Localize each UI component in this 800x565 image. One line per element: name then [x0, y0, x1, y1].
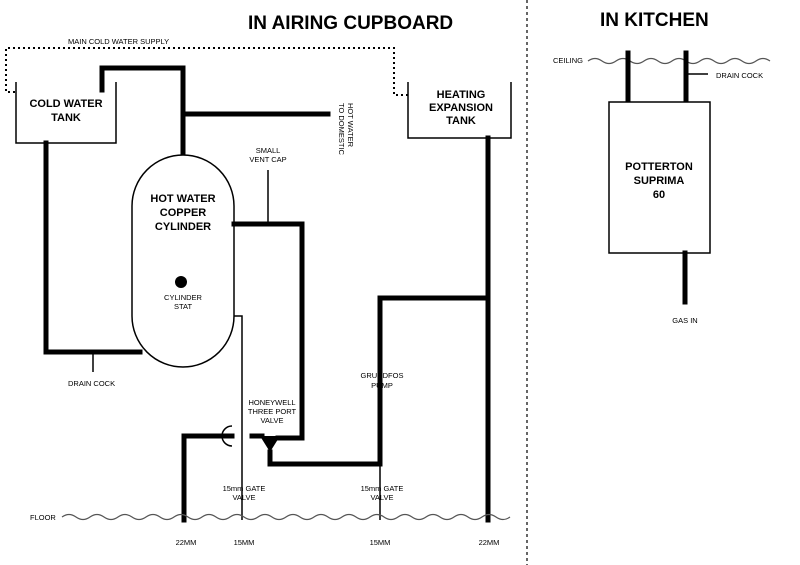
cylinder-return-pipe: [234, 315, 243, 520]
domestic-hot-label-1: TO DOMESTIC: [337, 103, 346, 156]
cold-feed-pipe-left: [43, 140, 143, 355]
pipe-22mm-left: [181, 433, 235, 523]
heating-expansion-tank: [407, 82, 512, 139]
pump-label-1: GRUNDFOS: [361, 371, 404, 380]
cylinder-label-3: CYLINDER: [155, 221, 211, 233]
airing-cupboard-heading: IN AIRING CUPBOARD: [248, 13, 453, 34]
drain-cock-left-label: DRAIN COCK: [68, 379, 115, 388]
valve-label-1: HONEYWELL: [248, 398, 295, 407]
pipe-22mm-left-label: 22MM: [176, 538, 197, 547]
pump-label-2: PUMP: [371, 381, 393, 390]
boiler-label-2: SUPRIMA: [634, 175, 685, 187]
cylinder-stat-label-2: STAT: [174, 302, 192, 311]
heating-tank-label-3: TANK: [446, 115, 476, 127]
floor-line: [61, 513, 511, 521]
gate-left-label-1: 15mm GATE: [223, 484, 266, 493]
pipe-crossover: [221, 425, 233, 447]
cylinder-label-2: COPPER: [160, 207, 207, 219]
main-cold-supply-line: [5, 47, 408, 96]
cylinder-stat-label-1: CYLINDER: [164, 293, 203, 302]
heating-tank-label-2: EXPANSION: [429, 102, 493, 114]
cylinder-stat-dot: [175, 276, 187, 288]
valve-label-3: VALVE: [260, 416, 283, 425]
boiler-label-1: POTTERTON: [625, 161, 693, 173]
heating-tank-label-1: HEATING: [437, 89, 486, 101]
primary-flow-pipe: [231, 221, 305, 441]
vent-cap-label-1: SMALL: [256, 146, 281, 155]
domestic-hot-label-2: HOT WATER: [346, 103, 355, 148]
pipe-22mm-right-label: 22MM: [479, 538, 500, 547]
cylinder-label-1: HOT WATER: [150, 193, 215, 205]
drain-cock-right-label: DRAIN COCK: [716, 71, 763, 80]
kitchen-heading: IN KITCHEN: [600, 10, 709, 31]
pipe-15mm-right-label: 15MM: [370, 538, 391, 547]
boiler-label-3: 60: [653, 189, 665, 201]
gate-left-label-2: VALVE: [232, 493, 255, 502]
three-port-valve-icon: [260, 436, 280, 452]
hot-water-cylinder: [131, 154, 235, 368]
cold-tank-label-2: TANK: [51, 112, 81, 124]
boiler: [608, 101, 711, 254]
gate-right-label-2: VALVE: [370, 493, 393, 502]
gas-in-label: GAS IN: [672, 316, 697, 325]
cold-tank-label-1: COLD WATER: [29, 98, 102, 110]
gate-right-label-1: 15mm GATE: [361, 484, 404, 493]
ceiling-label: CEILING: [553, 56, 583, 65]
main-supply-label: MAIN COLD WATER SUPPLY: [68, 37, 169, 46]
ceiling-line: [587, 57, 771, 65]
floor-label: FLOOR: [30, 513, 56, 522]
pipe-15mm-left-label: 15MM: [234, 538, 255, 547]
vent-cap-label-2: VENT CAP: [249, 155, 286, 164]
valve-label-2: THREE PORT: [248, 407, 297, 416]
cold-water-tank: [15, 82, 117, 144]
